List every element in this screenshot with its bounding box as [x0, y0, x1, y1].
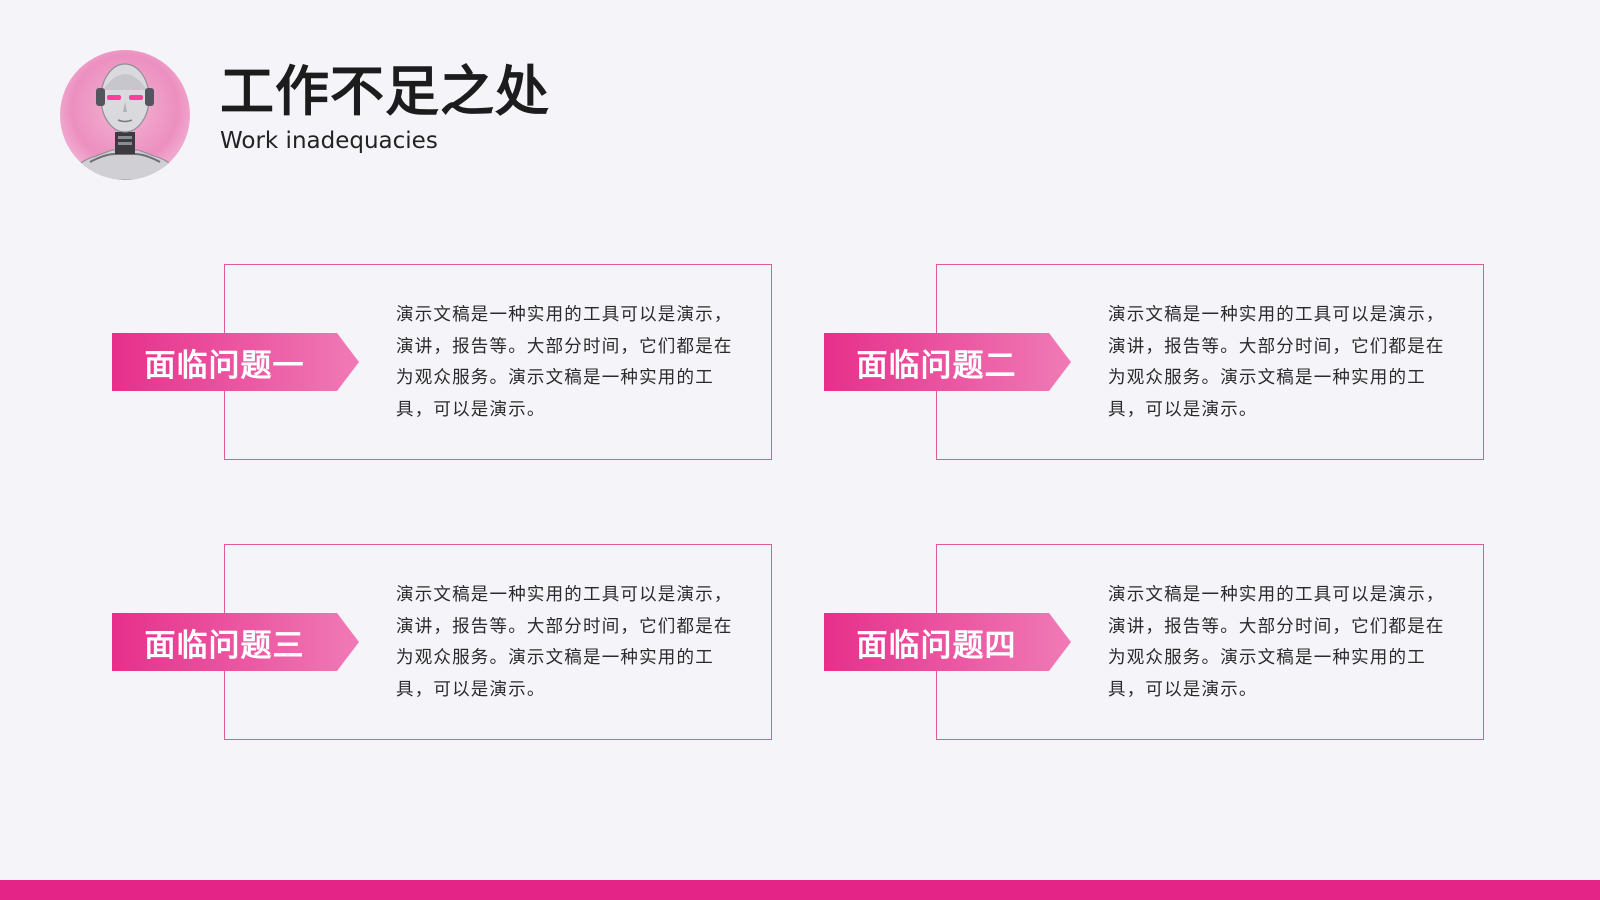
- card-text: 演示文稿是一种实用的工具可以是演示，演讲，报告等。大部分时间，它们都是在为观众服…: [396, 585, 733, 700]
- card-label-tag: 面临问题三: [112, 613, 359, 671]
- card-label: 面临问题二: [856, 347, 1017, 384]
- page-title: 工作不足之处: [220, 60, 550, 123]
- card-label: 面临问题一: [144, 347, 305, 384]
- card-text: 演示文稿是一种实用的工具可以是演示，演讲，报告等。大部分时间，它们都是在为观众服…: [396, 305, 733, 420]
- card-label-tag: 面临问题四: [824, 613, 1071, 671]
- card-text: 演示文稿是一种实用的工具可以是演示，演讲，报告等。大部分时间，它们都是在为观众服…: [1108, 585, 1445, 700]
- card-label: 面临问题四: [856, 627, 1017, 664]
- problem-card: 面临问题四 演示文稿是一种实用的工具可以是演示，演讲，报告等。大部分时间，它们都…: [824, 544, 1484, 742]
- card-label-tag: 面临问题二: [824, 333, 1071, 391]
- robot-head-icon: [60, 50, 190, 180]
- problem-card: 面临问题三 演示文稿是一种实用的工具可以是演示，演讲，报告等。大部分时间，它们都…: [112, 544, 772, 742]
- problem-card: 面临问题一 演示文稿是一种实用的工具可以是演示，演讲，报告等。大部分时间，它们都…: [112, 264, 772, 462]
- bottom-accent-bar: [0, 880, 1600, 900]
- page-subtitle: Work inadequacies: [220, 128, 438, 154]
- card-label-tag: 面临问题一: [112, 333, 359, 391]
- card-label: 面临问题三: [144, 627, 305, 664]
- card-text: 演示文稿是一种实用的工具可以是演示，演讲，报告等。大部分时间，它们都是在为观众服…: [1108, 305, 1445, 420]
- problem-card: 面临问题二 演示文稿是一种实用的工具可以是演示，演讲，报告等。大部分时间，它们都…: [824, 264, 1484, 462]
